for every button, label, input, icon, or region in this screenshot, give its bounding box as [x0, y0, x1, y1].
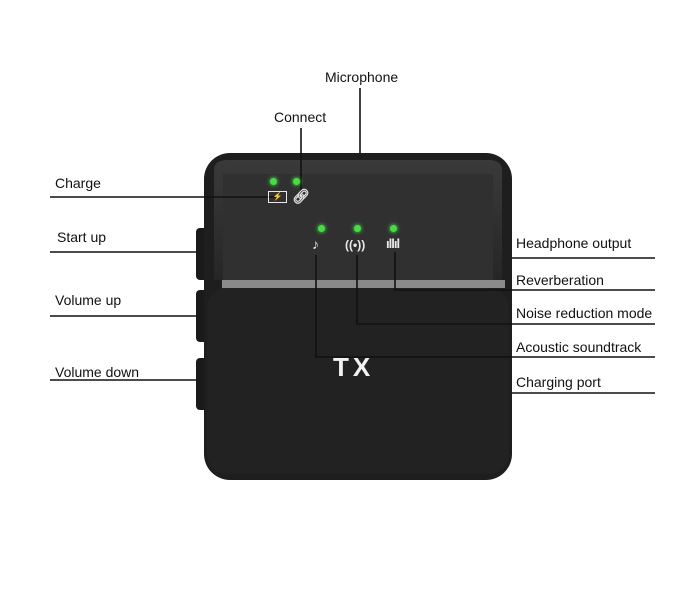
noise-reduction-led	[354, 225, 361, 232]
battery-icon: ⚡	[268, 191, 287, 203]
link-icon: 🔗︎	[292, 188, 310, 204]
waveform-icon: ıllıl	[386, 236, 400, 251]
broadcast-icon: ((•))	[345, 238, 366, 252]
label-headphone-output: Headphone output	[516, 235, 632, 251]
acoustic-led	[318, 225, 325, 232]
leader-lines	[50, 88, 655, 394]
music-note-icon: ♪	[312, 236, 319, 252]
label-charge: Charge	[55, 175, 101, 191]
connect-led	[293, 178, 300, 185]
charge-led	[270, 178, 277, 185]
label-acoustic-soundtrack: Acoustic soundtrack	[516, 339, 642, 355]
label-noise-reduction-mode: Noise reduction mode	[516, 305, 653, 321]
leather-panel	[207, 288, 509, 474]
label-volume-down: Volume down	[55, 364, 140, 380]
label-charging-port: Charging port	[516, 374, 601, 390]
label-start-up: Start up	[57, 229, 107, 245]
label-reverberation: Reverberation	[516, 272, 604, 288]
label-volume-up: Volume up	[55, 292, 122, 308]
model-label: TX	[333, 352, 375, 382]
label-connect: Connect	[274, 109, 327, 125]
reverberation-led	[390, 225, 397, 232]
divider-stripe	[222, 280, 505, 288]
label-microphone: Microphone	[325, 69, 399, 85]
